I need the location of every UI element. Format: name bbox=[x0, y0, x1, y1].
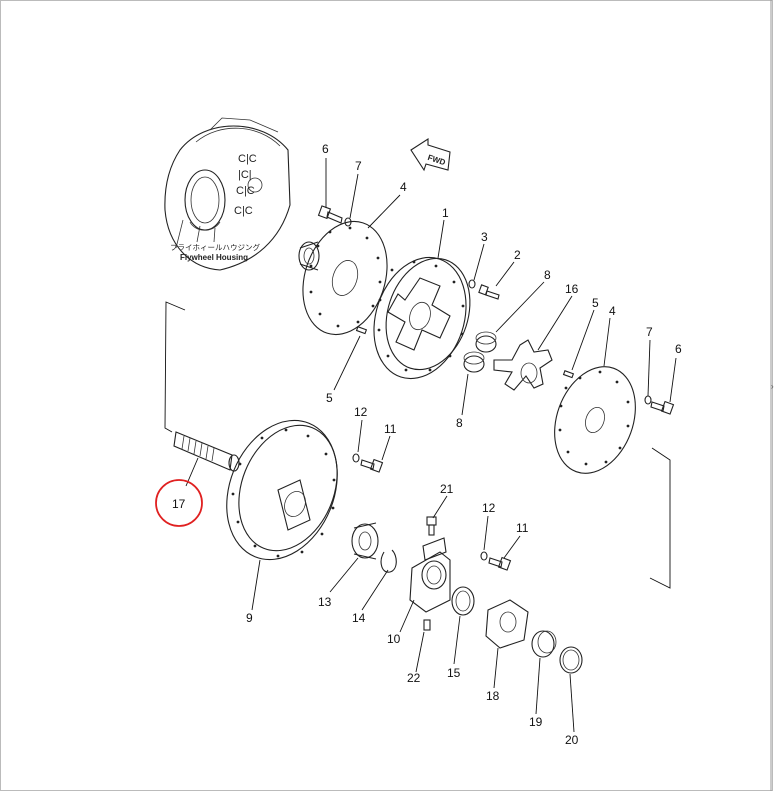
bearing-13 bbox=[351, 522, 379, 560]
bracket-left bbox=[164, 301, 186, 433]
spider-16 bbox=[493, 339, 553, 391]
snap-ring-14 bbox=[380, 549, 397, 573]
washer-12-upper bbox=[352, 453, 360, 463]
callout-15: 15 bbox=[447, 666, 461, 680]
callout-4-right: 4 bbox=[609, 304, 616, 318]
leader-lines bbox=[185, 158, 677, 733]
svg-text:C|C: C|C bbox=[238, 153, 257, 165]
callout-11-lower: 11 bbox=[516, 521, 529, 535]
bolt-11-lower bbox=[488, 556, 512, 571]
pin-5-right bbox=[562, 370, 575, 379]
fitting-21 bbox=[426, 516, 437, 536]
callout-19: 19 bbox=[529, 715, 543, 729]
callout-18: 18 bbox=[486, 689, 500, 703]
callout-10: 10 bbox=[387, 632, 401, 646]
cap-19 bbox=[531, 630, 557, 658]
callout-14: 14 bbox=[352, 611, 366, 625]
yoke-18 bbox=[485, 599, 529, 649]
bolt-11-upper bbox=[360, 458, 384, 473]
callout-6-upper-left: 6 bbox=[322, 142, 329, 156]
nipple-22 bbox=[423, 619, 431, 631]
bushing-8-upper bbox=[475, 331, 497, 353]
washer-3 bbox=[468, 279, 476, 289]
bushing-8-lower bbox=[463, 351, 485, 373]
svg-text:C|C: C|C bbox=[236, 185, 255, 197]
callout-6-right: 6 bbox=[675, 342, 682, 356]
callout-7-right: 7 bbox=[646, 325, 653, 339]
housing-label-en: Flywheel Housing bbox=[180, 253, 248, 262]
callout-22: 22 bbox=[407, 671, 421, 685]
callout-5-left: 5 bbox=[326, 391, 333, 405]
shaft-17 bbox=[173, 431, 240, 472]
flywheel-9 bbox=[226, 419, 338, 561]
highlight-circle-17 bbox=[155, 479, 203, 527]
ring-20 bbox=[559, 646, 583, 674]
callout-21: 21 bbox=[440, 482, 454, 496]
callout-8-upper: 8 bbox=[544, 268, 551, 282]
callout-16: 16 bbox=[565, 282, 579, 296]
seal-15 bbox=[451, 586, 475, 616]
callout-8-lower: 8 bbox=[456, 416, 463, 430]
coupling-1 bbox=[373, 256, 471, 380]
callout-13: 13 bbox=[318, 595, 332, 609]
callout-17: 17 bbox=[172, 497, 186, 511]
housing-label-jp: フライホィールハウジング bbox=[170, 242, 260, 252]
svg-text:C|C: C|C bbox=[234, 205, 253, 217]
bearing-housing-10 bbox=[409, 537, 451, 613]
bolt-2 bbox=[478, 284, 500, 300]
bracket-right bbox=[649, 447, 671, 589]
edge-marker: › bbox=[771, 382, 774, 391]
callout-9: 9 bbox=[246, 611, 253, 625]
callout-20: 20 bbox=[565, 733, 579, 747]
disc-4-right bbox=[554, 366, 636, 474]
callout-7-upper-left: 7 bbox=[355, 159, 362, 173]
callout-11-upper: 11 bbox=[384, 422, 397, 436]
flywheel-housing: C|C |C| C|C C|C bbox=[164, 117, 291, 271]
svg-text:|C|: |C| bbox=[238, 169, 252, 181]
callout-1: 1 bbox=[442, 206, 449, 220]
callout-12-lower: 12 bbox=[482, 501, 496, 515]
callout-labels: 6 7 4 1 3 2 8 16 5 4 7 6 5 8 12 11 17 21… bbox=[172, 142, 682, 747]
bearing-upper-left bbox=[298, 241, 320, 271]
callout-3: 3 bbox=[481, 230, 488, 244]
callout-2: 2 bbox=[514, 248, 521, 262]
washer-12-lower bbox=[480, 551, 488, 561]
bolt-6-right bbox=[650, 400, 675, 415]
callout-12-upper: 12 bbox=[354, 405, 368, 419]
callout-5-right: 5 bbox=[592, 296, 599, 310]
callout-4-upper-left: 4 bbox=[400, 180, 407, 194]
pin-5-left bbox=[355, 326, 368, 335]
disc-4-left bbox=[302, 220, 388, 336]
